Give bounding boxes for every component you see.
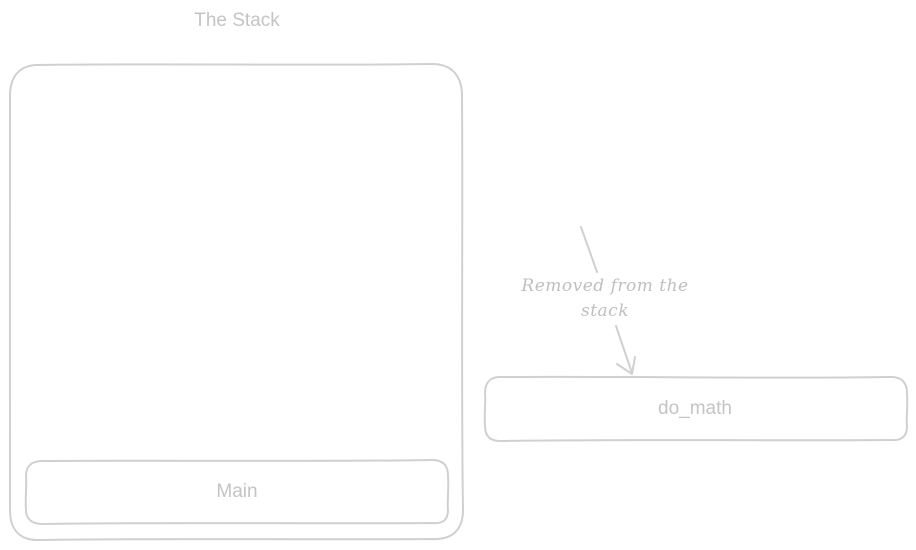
main-frame-box [24, 459, 450, 525]
annotation-line-2: stack [580, 301, 629, 321]
removed-annotation: Removed from the stack [490, 274, 720, 324]
main-frame-label: Main [216, 481, 258, 502]
annotation-line-1: Removed from the [521, 276, 689, 296]
removed-frame-label: do_math [658, 398, 732, 419]
removed-frame-box [483, 375, 909, 442]
arrow-upper-segment [580, 226, 598, 273]
diagram-title: The Stack [194, 10, 280, 31]
arrow-lower-segment [615, 325, 633, 374]
arrow-head [616, 356, 636, 375]
stack-container [8, 63, 464, 541]
